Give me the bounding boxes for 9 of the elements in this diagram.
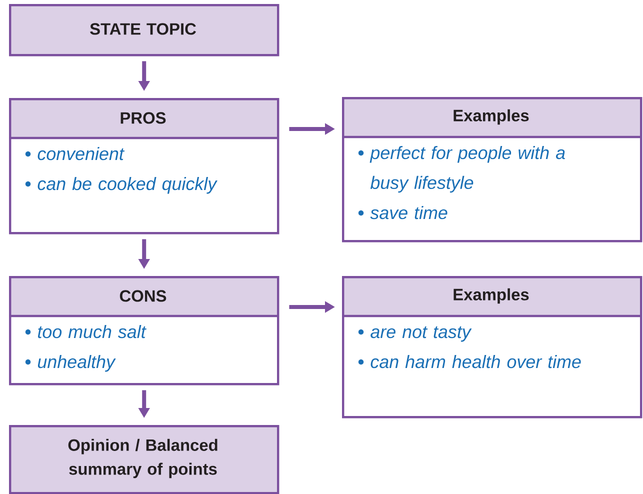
bullet-item: can be cooked quickly <box>38 177 218 194</box>
bullet-item: unhealthy <box>38 355 116 372</box>
bullet-item: can harm health over time <box>370 355 581 368</box>
bullet-item: convenient <box>38 147 125 160</box>
bullet-item: are not tasty <box>370 326 472 342</box>
bullet-item: too much salt <box>38 325 146 338</box>
bullet-item: save time <box>370 206 448 220</box>
process-box: Opinion / Balanced summary of points <box>9 425 280 494</box>
process-box: STATE TOPIC <box>9 4 280 56</box>
